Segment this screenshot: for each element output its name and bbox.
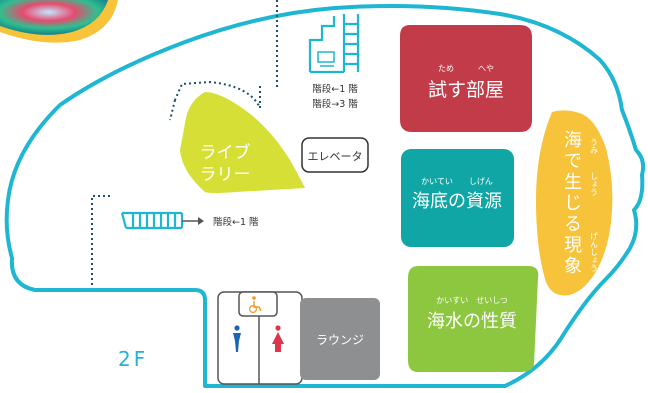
seawater-properties-room[interactable]: かいすい せいしつ 海水の性質 [408,266,539,372]
sea-phenomena-char: 海 [564,130,582,151]
wheelchair-icon [249,296,262,314]
library-label-line2: ラリー [200,165,251,185]
decorative-orb [0,0,118,43]
lounge-label: ラウンジ [316,333,364,347]
experiment-ruby: ため へや [438,64,494,73]
floor-label: 2F [118,347,148,371]
seabed-label: 海底の資源 [412,191,502,212]
stairs-top-line1: 階段←1 階 [312,83,358,95]
stairs-top-line2: 階段→3 階 [312,98,358,110]
stairs-left-icon [120,211,184,230]
seabed-ruby: かいてい しげん [421,177,493,186]
arrow-right-icon [182,217,204,225]
female-restroom-icon [272,325,284,352]
sea-phenomena-char: 象 [564,256,582,277]
seawater-ruby: かいすい せいしつ [436,296,508,305]
sea-phenomena-char: で [564,151,582,172]
elevator-label: エレベータ [308,150,363,163]
sea-phenomena-char: 生 [564,172,582,193]
restrooms [217,291,303,385]
sea-phenomena-char: る [564,214,582,235]
phenomena-ruby-umi: うみ [590,138,599,154]
experiment-room[interactable]: ため へや 試す部屋 [400,25,532,132]
stairs-icon [308,14,360,74]
male-restroom-icon [233,325,241,352]
sea-phenomena-char: じ [564,193,582,214]
sea-phenomena-char: 現 [564,235,582,256]
library-room[interactable]: ライブ ラリー [180,92,305,193]
phenomena-ruby-shou: しょう [590,172,599,196]
elevator-box[interactable]: エレベータ [301,137,369,173]
lounge-room[interactable]: ラウンジ [300,298,380,380]
library-label-line1: ライブ [200,142,251,163]
stairs-left-label: 階段←1 階 [213,216,259,228]
dotted-walls [91,0,278,286]
phenomena-ruby-genshou: げんしょう [590,232,599,272]
seabed-resources-room[interactable]: かいてい しげん 海底の資源 [401,149,514,247]
seawater-label: 海水の性質 [427,311,517,332]
experiment-label: 試す部屋 [428,79,504,101]
building-outline [4,4,646,388]
